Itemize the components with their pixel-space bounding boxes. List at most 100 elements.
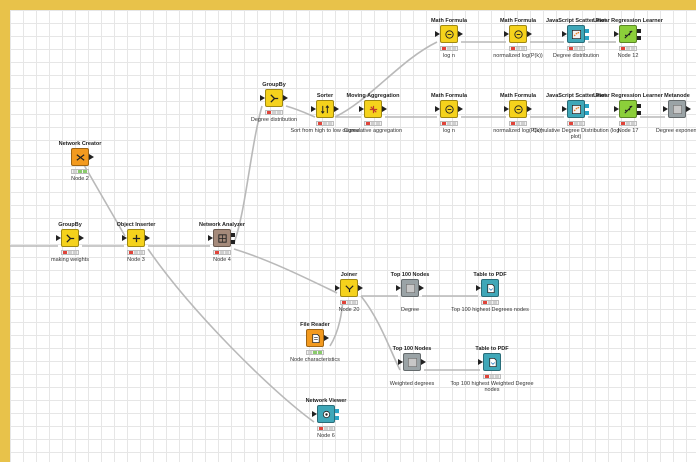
node-label[interactable]: Node 17 bbox=[617, 128, 639, 134]
node-icon-box[interactable] bbox=[71, 148, 89, 166]
output-port[interactable] bbox=[686, 106, 691, 112]
output-port[interactable] bbox=[419, 285, 424, 291]
output-port[interactable] bbox=[79, 235, 84, 241]
node-label[interactable]: Cumulative Degree Distribution (log plot… bbox=[532, 128, 620, 140]
node-label[interactable]: Node characteristics bbox=[290, 357, 340, 363]
output-port[interactable] bbox=[585, 36, 589, 40]
input-port[interactable] bbox=[398, 359, 403, 365]
input-port[interactable] bbox=[56, 235, 61, 241]
node-icon-box[interactable] bbox=[567, 25, 585, 43]
input-port[interactable] bbox=[504, 31, 509, 37]
node-label[interactable]: log n bbox=[443, 128, 455, 134]
output-port[interactable] bbox=[283, 95, 288, 101]
output-port[interactable] bbox=[231, 240, 235, 244]
node-label[interactable]: Node 12 bbox=[617, 53, 639, 59]
node-label[interactable]: normalized log(P(k)) bbox=[493, 53, 543, 59]
output-port[interactable] bbox=[637, 104, 641, 108]
output-port[interactable] bbox=[527, 106, 532, 112]
output-port[interactable] bbox=[458, 31, 463, 37]
node-icon-box[interactable] bbox=[317, 405, 335, 423]
input-port[interactable] bbox=[435, 31, 440, 37]
node-icon-box[interactable] bbox=[619, 100, 637, 118]
input-port[interactable] bbox=[562, 106, 567, 112]
node-label[interactable]: Node 3 bbox=[127, 257, 145, 263]
node-icon-box[interactable] bbox=[509, 25, 527, 43]
connection[interactable] bbox=[83, 164, 126, 237]
output-port[interactable] bbox=[358, 285, 363, 291]
connection[interactable] bbox=[233, 248, 338, 294]
output-port[interactable] bbox=[637, 36, 641, 40]
output-port[interactable] bbox=[637, 29, 641, 33]
input-port[interactable] bbox=[562, 31, 567, 37]
output-port[interactable] bbox=[231, 233, 235, 237]
node-icon-box[interactable] bbox=[509, 100, 527, 118]
output-port[interactable] bbox=[585, 29, 589, 33]
node-icon-box[interactable] bbox=[403, 353, 421, 371]
node-label[interactable]: normalized log(P(k)) bbox=[493, 128, 543, 134]
input-port[interactable] bbox=[312, 411, 317, 417]
input-port[interactable] bbox=[435, 106, 440, 112]
input-port[interactable] bbox=[335, 285, 340, 291]
node-icon-box[interactable] bbox=[567, 100, 585, 118]
output-port[interactable] bbox=[458, 106, 463, 112]
output-port[interactable] bbox=[334, 106, 339, 112]
node-label[interactable]: Degree distribution bbox=[250, 117, 298, 123]
input-port[interactable] bbox=[478, 359, 483, 365]
connection[interactable] bbox=[233, 105, 263, 244]
output-port[interactable] bbox=[145, 235, 150, 241]
connection[interactable] bbox=[334, 41, 438, 118]
input-port[interactable] bbox=[122, 235, 127, 241]
output-port[interactable] bbox=[585, 104, 589, 108]
connection[interactable] bbox=[147, 248, 315, 423]
node-icon-box[interactable] bbox=[340, 279, 358, 297]
node-label[interactable]: making weights bbox=[51, 257, 89, 263]
node-icon-box[interactable] bbox=[440, 100, 458, 118]
input-port[interactable] bbox=[614, 31, 619, 37]
node-icon-box[interactable] bbox=[668, 100, 686, 118]
connection[interactable] bbox=[360, 295, 401, 371]
node-icon-box[interactable] bbox=[265, 89, 283, 107]
node-icon-box[interactable] bbox=[483, 353, 501, 371]
node-icon-box[interactable] bbox=[306, 329, 324, 347]
output-port[interactable] bbox=[335, 416, 339, 420]
node-label[interactable]: Cumulative aggregation bbox=[343, 128, 403, 134]
input-port[interactable] bbox=[396, 285, 401, 291]
node-icon-box[interactable] bbox=[127, 229, 145, 247]
node-icon-box[interactable] bbox=[364, 100, 382, 118]
output-port[interactable] bbox=[421, 359, 426, 365]
input-port[interactable] bbox=[476, 285, 481, 291]
node-label[interactable]: log n bbox=[443, 53, 455, 59]
node-icon-box[interactable] bbox=[213, 229, 231, 247]
node-icon-box[interactable] bbox=[316, 100, 334, 118]
node-icon-box[interactable] bbox=[401, 279, 419, 297]
node-icon-box[interactable] bbox=[481, 279, 499, 297]
node-label[interactable]: Degree bbox=[400, 307, 420, 313]
output-port[interactable] bbox=[335, 409, 339, 413]
input-port[interactable] bbox=[311, 106, 316, 112]
node-label[interactable]: Degree exponent bbox=[655, 128, 696, 134]
node-icon-box[interactable] bbox=[619, 25, 637, 43]
node-label[interactable]: Sort from high to low degree bbox=[290, 128, 360, 134]
input-port[interactable] bbox=[359, 106, 364, 112]
input-port[interactable] bbox=[208, 235, 213, 241]
input-port[interactable] bbox=[504, 106, 509, 112]
